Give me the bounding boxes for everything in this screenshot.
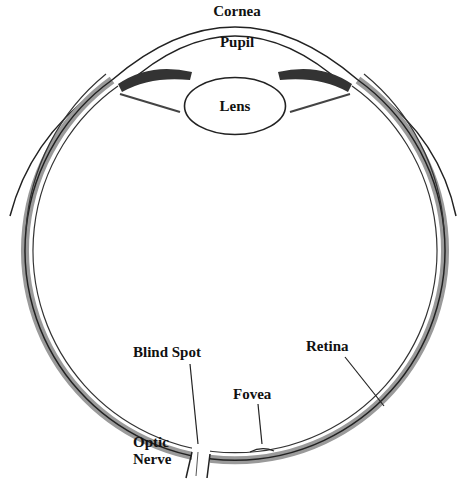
iris bbox=[278, 69, 352, 92]
blind-spot-gap bbox=[192, 446, 210, 466]
sclera-line bbox=[364, 74, 444, 230]
leader-line bbox=[258, 404, 262, 444]
optic-nerve bbox=[186, 452, 192, 478]
part-label: Pupil bbox=[220, 34, 254, 51]
optic-nerve bbox=[196, 452, 198, 476]
leader-line bbox=[190, 364, 198, 444]
lens-shape: Lens bbox=[183, 76, 287, 136]
part-label: Blind Spot bbox=[133, 344, 201, 361]
lens-label: Lens bbox=[183, 98, 287, 115]
retina-line bbox=[33, 86, 437, 453]
retina-band bbox=[25, 80, 445, 460]
part-label: Fovea bbox=[233, 386, 271, 403]
sclera-line bbox=[26, 74, 106, 230]
part-label: Optic Nerve bbox=[133, 434, 185, 468]
leader-line bbox=[345, 357, 384, 406]
fovea-dip bbox=[250, 449, 274, 452]
eye-wall bbox=[25, 80, 445, 460]
part-label: Cornea bbox=[213, 3, 261, 20]
ciliary-body bbox=[120, 94, 180, 112]
ciliary-body bbox=[290, 94, 350, 112]
part-label: Retina bbox=[306, 338, 349, 355]
optic-nerve bbox=[207, 454, 210, 478]
iris bbox=[118, 69, 192, 92]
